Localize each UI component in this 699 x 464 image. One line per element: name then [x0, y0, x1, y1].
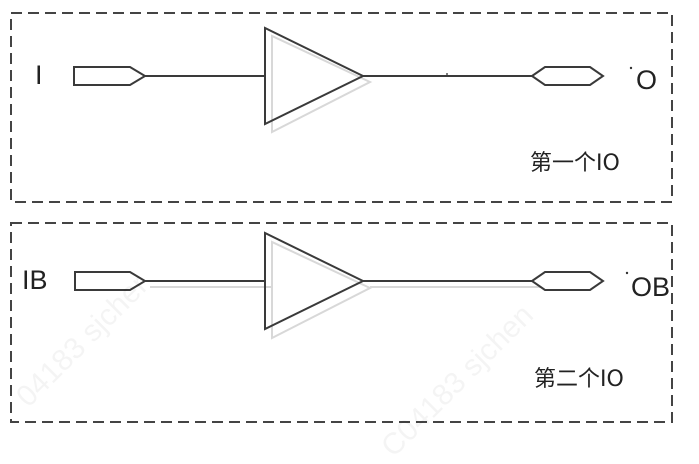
- buffer-triangle-1: [264, 26, 366, 126]
- buffer-triangle-2: [264, 231, 366, 331]
- io-block-1-frame: [10, 12, 673, 203]
- output-label-O: O: [636, 65, 658, 95]
- io-block-2-frame: [10, 222, 673, 423]
- output-port-OB: [530, 271, 605, 291]
- io-block-2-caption: 第二个IO: [534, 367, 624, 392]
- input-label-I: I: [35, 60, 43, 90]
- output-label-OB: OB: [631, 272, 671, 302]
- io-block-1-caption: 第一个IO: [530, 151, 620, 176]
- wire-dot-1: [446, 73, 448, 75]
- output-tick-2: [625, 271, 629, 275]
- output-port-O: [530, 66, 605, 86]
- input-label-IB: IB: [22, 265, 48, 295]
- input-port-I: [73, 66, 147, 86]
- output-tick-1: [629, 66, 633, 70]
- buffer-shadow-1: [271, 34, 373, 134]
- input-port-IB: [74, 271, 147, 291]
- io-buffer-diagram: [10, 12, 673, 423]
- buffer-shadow-2: [271, 240, 373, 340]
